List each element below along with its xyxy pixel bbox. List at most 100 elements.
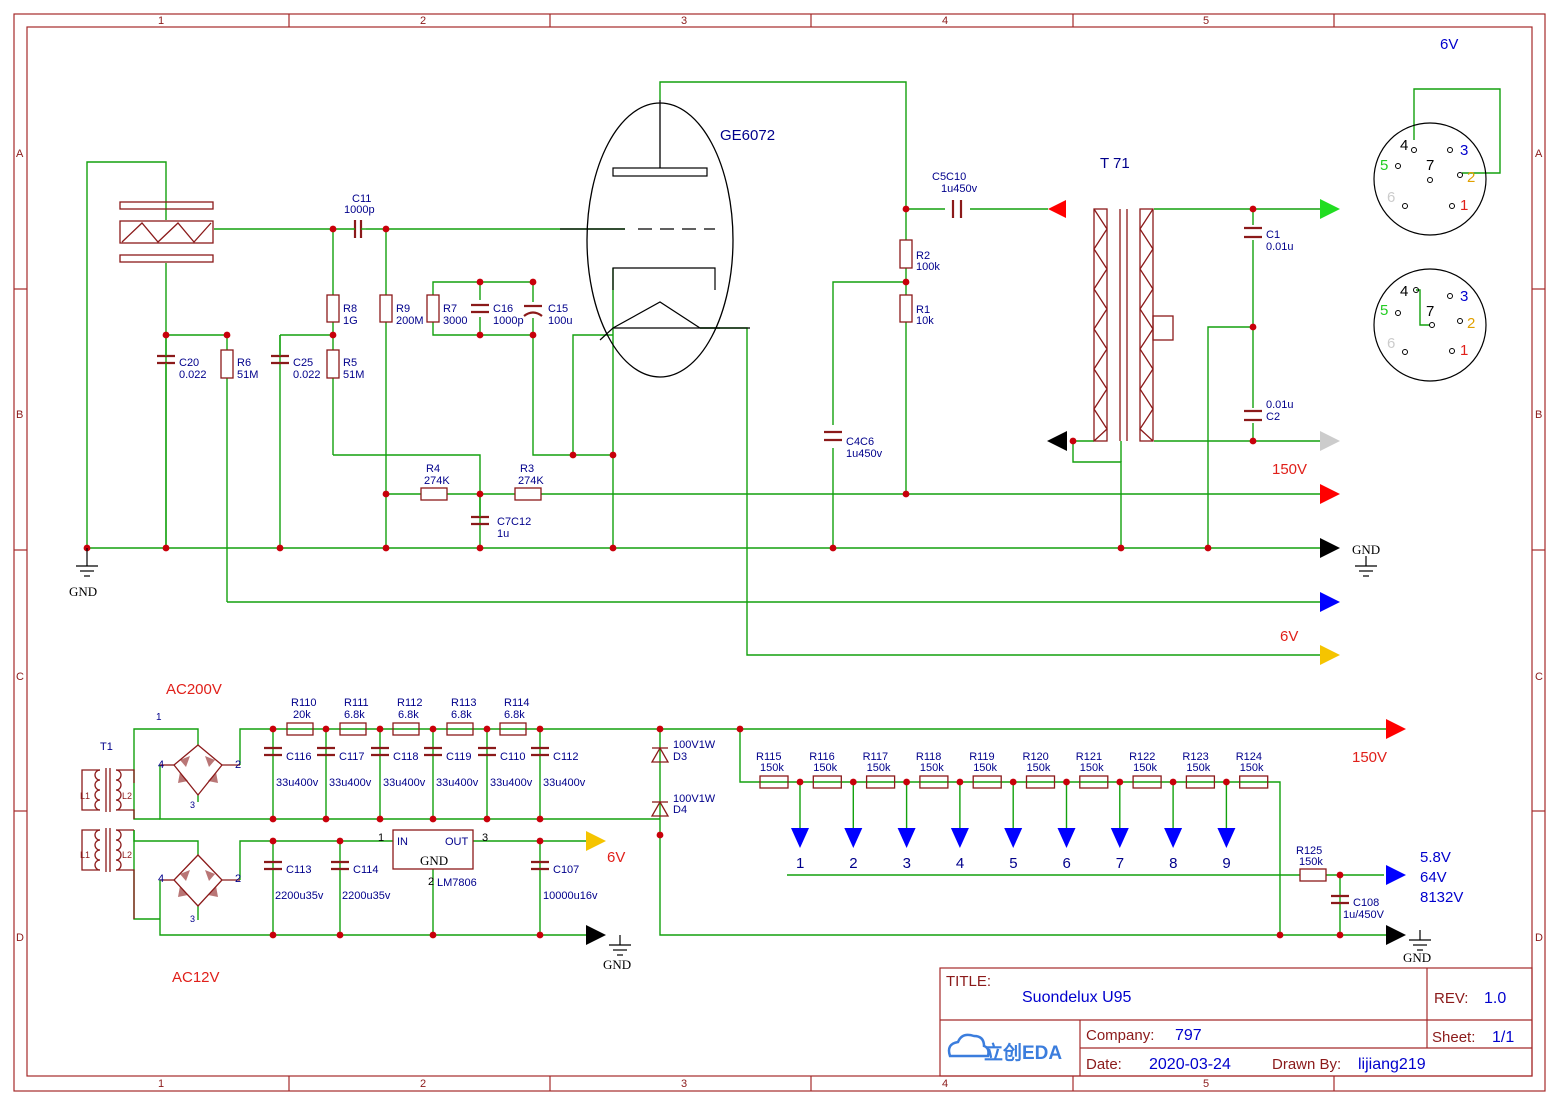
upper-junctions <box>83 205 1257 552</box>
svg-text:0.022: 0.022 <box>179 369 207 381</box>
title-block: TITLE: Suondelux U95 REV: 1.0 Company: 7… <box>939 967 1533 1077</box>
svg-text:L2: L2 <box>122 791 132 801</box>
date-value: 2020-03-24 <box>1149 1056 1231 1073</box>
label-6v-top: 6V <box>1440 36 1458 53</box>
divider-resistor-ref: R123 <box>1182 751 1208 763</box>
svg-text:3: 3 <box>482 832 488 844</box>
divider-tap-arrow <box>897 828 916 848</box>
out-8132v: 8132V <box>1420 889 1463 906</box>
svg-text:33u400v: 33u400v <box>490 777 533 789</box>
label-150v-lower: 150V <box>1352 749 1387 766</box>
svg-text:R9: R9 <box>396 303 410 315</box>
svg-text:R3: R3 <box>520 463 534 475</box>
svg-text:R6: R6 <box>237 357 251 369</box>
divider-tap-label: 5 <box>1009 855 1017 872</box>
psu-wires <box>133 728 1390 936</box>
svg-text:1: 1 <box>156 712 162 723</box>
divider-tap-arrow <box>791 828 809 848</box>
svg-text:6.8k: 6.8k <box>451 709 472 721</box>
ground-symbol-psu <box>609 930 1431 956</box>
divider-resistor-value: 150k <box>1186 762 1210 774</box>
upper-arrows <box>1047 199 1340 665</box>
divider-resistor-ref: R117 <box>863 751 888 763</box>
svg-text:20k: 20k <box>293 709 311 721</box>
svg-text:0.01u: 0.01u <box>1266 399 1294 411</box>
col-label-top: 3 <box>681 15 687 27</box>
divider-tap-arrow <box>1164 828 1183 848</box>
svg-text:4: 4 <box>1400 137 1408 154</box>
gnd-label-psu-right: GND <box>1403 950 1431 965</box>
svg-text:1: 1 <box>378 832 384 844</box>
svg-text:1u: 1u <box>497 528 509 540</box>
svg-text:2: 2 <box>235 759 241 771</box>
ac200-label: AC200V <box>166 681 222 698</box>
svg-text:6: 6 <box>1387 189 1395 206</box>
svg-text:2: 2 <box>1467 315 1475 332</box>
svg-text:2200u35v: 2200u35v <box>275 890 324 902</box>
company-label: Company: <box>1086 1027 1154 1044</box>
svg-text:R8: R8 <box>343 303 357 315</box>
svg-text:C1: C1 <box>1266 229 1280 241</box>
psu-junctions <box>269 725 1344 939</box>
psu-arrows <box>586 719 1406 945</box>
divider-resistor-ref: R122 <box>1129 751 1155 763</box>
svg-text:33u400v: 33u400v <box>383 777 426 789</box>
divider-resistor-value: 150k <box>973 762 997 774</box>
svg-text:L2: L2 <box>122 850 132 860</box>
divider-resistor-ref: R118 <box>916 751 941 763</box>
connector-1: 4 3 5 7 2 6 1 <box>1373 122 1487 236</box>
divider-tap-label: 1 <box>796 855 804 872</box>
tube-label: GE6072 <box>720 127 775 144</box>
title-value: Suondelux U95 <box>1022 989 1132 1006</box>
bridge-rectifier-upper: 1 4 2 3 <box>156 712 241 810</box>
svg-text:33u400v: 33u400v <box>329 777 372 789</box>
divider-tap-arrow <box>1004 828 1023 848</box>
svg-text:R2: R2 <box>916 250 930 262</box>
divider-junction <box>1009 778 1017 786</box>
output-transformer: T 71 <box>1093 155 1174 442</box>
svg-text:1G: 1G <box>343 315 358 327</box>
svg-text:C2: C2 <box>1266 411 1280 423</box>
svg-text:R7: R7 <box>443 303 457 315</box>
svg-text:C108: C108 <box>1353 897 1379 909</box>
rev-value: 1.0 <box>1484 990 1506 1007</box>
svg-text:100u: 100u <box>548 315 572 327</box>
divider-tap-label: 9 <box>1222 855 1230 872</box>
ground-symbol-right <box>1355 556 1377 577</box>
svg-text:10000u16v: 10000u16v <box>543 890 598 902</box>
divider-tap-arrow <box>844 828 863 848</box>
divider-resistor <box>1079 775 1109 789</box>
divider-resistor-value: 150k <box>920 762 944 774</box>
border-column-labels: 1 2 3 4 5 1 2 3 4 5 A B C D A B C D <box>16 15 1543 1090</box>
svg-text:C4C6: C4C6 <box>846 436 874 448</box>
divider-chain: R115150kR116150kR117150kR118150kR119150k… <box>756 751 1269 872</box>
upper-capacitors <box>157 200 1262 526</box>
svg-text:7: 7 <box>1426 303 1434 320</box>
svg-text:1u450v: 1u450v <box>941 183 978 195</box>
title-label: TITLE: <box>946 973 991 990</box>
col-label-top: 2 <box>420 15 426 27</box>
divider-tap-arrow <box>950 828 969 848</box>
ac12-label: AC12V <box>172 969 220 986</box>
out-64v: 64V <box>1420 869 1447 886</box>
zener-diodes <box>650 746 670 817</box>
svg-text:C110: C110 <box>500 751 525 763</box>
drawn-value: lijiang219 <box>1358 1056 1426 1073</box>
divider-resistor-ref: R121 <box>1076 751 1102 763</box>
divider-resistor-ref: R124 <box>1236 751 1262 763</box>
svg-text:2: 2 <box>1467 169 1475 186</box>
svg-text:R1: R1 <box>916 304 930 316</box>
svg-text:C7C12: C7C12 <box>497 516 531 528</box>
svg-text:R5: R5 <box>343 357 357 369</box>
svg-text:R112: R112 <box>397 697 422 709</box>
eda-logo-text: 立创EDA <box>984 1041 1062 1064</box>
svg-text:3: 3 <box>190 800 195 810</box>
svg-text:100V1W: 100V1W <box>673 793 716 805</box>
divider-resistor-value: 150k <box>813 762 837 774</box>
svg-text:1000p: 1000p <box>493 315 524 327</box>
rev-label: REV: <box>1434 990 1468 1007</box>
svg-text:100k: 100k <box>916 261 940 273</box>
svg-text:4: 4 <box>158 873 164 885</box>
svg-text:R113: R113 <box>451 697 476 709</box>
col-label-bottom: 2 <box>420 1078 426 1090</box>
